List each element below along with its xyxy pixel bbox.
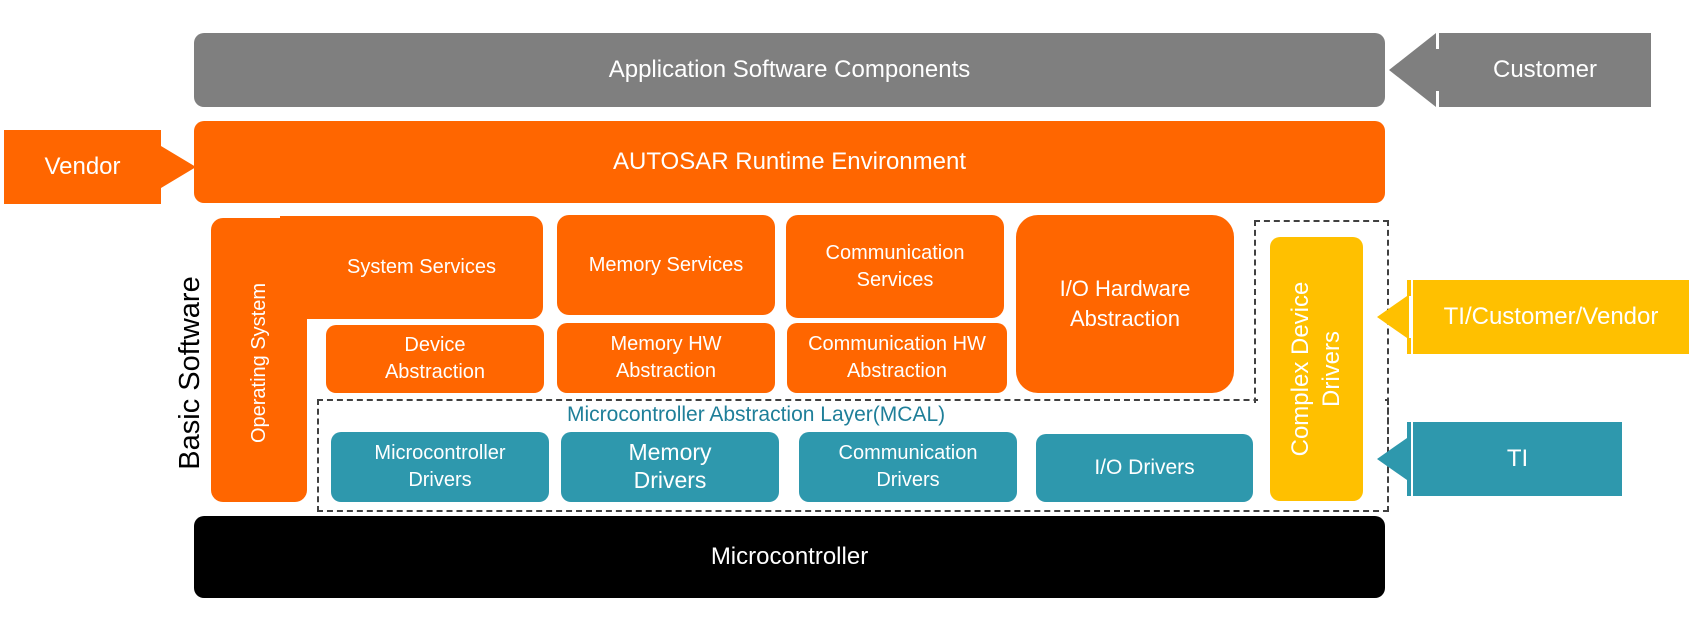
customer-arrow-icon — [1389, 33, 1651, 107]
device-abstraction-block: Device Abstraction — [326, 325, 544, 393]
communication-services-label: Communication Services — [825, 241, 965, 291]
memory-hw-abstraction-block: Memory HW Abstraction — [557, 323, 775, 393]
complex-driver-boundary — [1254, 220, 1389, 512]
device-abstraction-label: Device Abstraction — [384, 334, 486, 383]
complex-device-drivers-label: Complex Device Drivers — [1286, 281, 1345, 457]
mcal-boundary-join-2 — [1251, 403, 1257, 510]
communication-hw-abstraction-label: Communication HW Abstraction — [808, 333, 986, 382]
system-services-block: System Services — [290, 216, 543, 319]
complex-device-drivers-block — [1270, 237, 1363, 501]
operating-system-label: Operating System — [247, 282, 270, 444]
io-drivers-label: I/O Drivers — [1094, 455, 1195, 479]
mcal-title: Microcontroller Abstraction Layer(MCAL) — [567, 403, 946, 426]
microcontroller-layer: Microcontroller — [194, 516, 1385, 598]
memory-services-block: Memory Services — [557, 215, 775, 315]
memory-drivers-block: Memory Drivers — [561, 432, 779, 502]
io-hardware-abstraction-label: I/O Hardware Abstraction — [1059, 276, 1191, 331]
vendor-label: Vendor — [44, 153, 121, 180]
basic-software-title: Basic Software — [173, 276, 206, 470]
customer-label: Customer — [1492, 56, 1598, 83]
communication-services-block: Communication Services — [786, 215, 1004, 318]
vendor-arrow-icon — [4, 130, 196, 204]
microcontroller-drivers-label: Microcontroller Drivers — [374, 442, 506, 491]
communication-hw-abstraction-block: Communication HW Abstraction — [787, 323, 1007, 393]
rte-label: AUTOSAR Runtime Environment — [612, 147, 966, 175]
memory-services-label: Memory Services — [588, 253, 744, 276]
memory-drivers-label: Memory Drivers — [628, 439, 712, 493]
communication-drivers-label: Communication Drivers — [838, 442, 978, 491]
memory-hw-abstraction-label: Memory HW Abstraction — [610, 333, 722, 382]
rte-layer: AUTOSAR Runtime Environment — [194, 121, 1385, 203]
os-connector — [280, 216, 310, 319]
ti-arrow-icon — [1377, 422, 1622, 496]
system-services-label: System Services — [347, 256, 496, 278]
application-software-label: Application Software Components — [608, 55, 971, 83]
communication-drivers-block: Communication Drivers — [799, 432, 1017, 502]
io-hardware-abstraction-block: I/O Hardware Abstraction — [1016, 215, 1234, 393]
ti-customer-vendor-arrow-icon — [1377, 280, 1689, 354]
microcontroller-label: Microcontroller — [710, 542, 869, 570]
microcontroller-drivers-block: Microcontroller Drivers — [331, 432, 549, 502]
io-drivers-block: I/O Drivers — [1036, 434, 1253, 502]
application-software-layer: Application Software Components — [194, 33, 1385, 107]
ti-label: TI — [1506, 445, 1529, 472]
ti-customer-vendor-label: TI/Customer/Vendor — [1443, 303, 1659, 330]
